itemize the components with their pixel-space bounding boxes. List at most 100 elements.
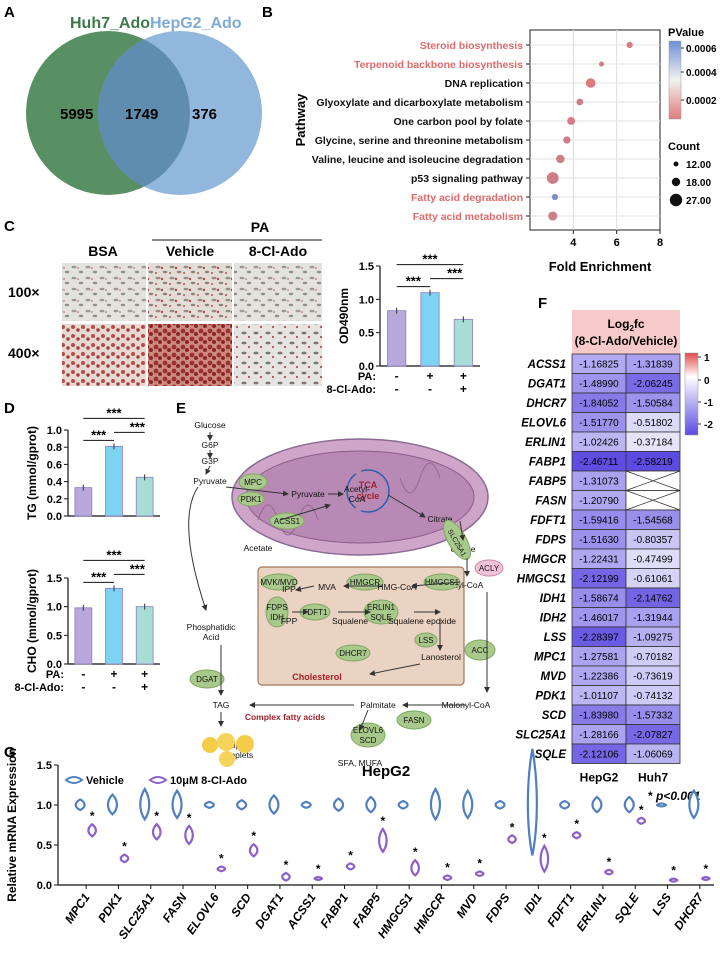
cl-ado-sign: - xyxy=(112,680,116,694)
violin-gene-label: FABP1 xyxy=(317,890,351,930)
sig-mark: *** xyxy=(422,252,438,267)
violin-vehicle xyxy=(332,797,345,813)
bar-ytick-label: 1.5 xyxy=(359,261,374,273)
pathway-label-pyruvate_mito: Pyruvate xyxy=(291,489,325,499)
venn-left-label: Huh7_Ado xyxy=(70,15,150,32)
pathway-label-lss: LSS xyxy=(418,636,433,645)
pathway-label-acetyl_coa_cyto: Acetyl-CoA xyxy=(441,580,484,590)
heatmap-cell-value: -1.01107 xyxy=(580,691,619,702)
bar xyxy=(105,445,123,517)
heatmap-gene-label: MPC1 xyxy=(534,652,566,664)
heatmap-cell-value: -1.83980 xyxy=(579,711,619,722)
heatmap-cell-value: -1.51770 xyxy=(579,418,619,429)
bar-ytick-label: 1.0 xyxy=(47,425,62,437)
violin-treated xyxy=(474,870,485,878)
violin-sig-mark: * xyxy=(154,809,159,823)
panel-label-g: G xyxy=(4,744,16,761)
bar-ytick-label: 1.5 xyxy=(47,573,62,585)
heatmap-cell-value: -0.47499 xyxy=(633,555,673,566)
bar xyxy=(135,606,154,665)
pa-sign: - xyxy=(81,667,85,681)
violin-vehicle xyxy=(462,788,474,820)
bar-ytick-label: 0.0 xyxy=(47,659,62,671)
od490-bar-chart: 0.00.51.01.5OD490nm*********PA:8-Cl-Ado:… xyxy=(327,252,480,396)
legend-violin-icon xyxy=(64,776,84,784)
legend-treated-label: 10μM 8-Cl-Ado xyxy=(170,775,247,787)
heatmap-gene-label: SLC25A1 xyxy=(516,730,567,742)
pathway-label-cholesterol: Cholesterol xyxy=(292,672,342,682)
enzyme-pdk1 xyxy=(237,491,265,507)
img-vehicle-100x xyxy=(148,263,232,321)
bar xyxy=(135,476,154,517)
panel-label-e: E xyxy=(176,400,186,417)
bar-ytick-label: 1.0 xyxy=(359,294,374,306)
violin-treated xyxy=(507,834,517,845)
treatment-row-label: PA: xyxy=(358,371,376,383)
pa-sign: + xyxy=(460,369,467,383)
heatmap-title: Log2fc xyxy=(607,317,644,333)
pathway-label: Terpenoid backbone biosynthesis xyxy=(354,59,523,71)
header-8cl-ado: 8-Cl-Ado xyxy=(249,243,307,259)
heatmap-gene-label: FDFT1 xyxy=(530,515,566,527)
heatmap-cell-value: -1.84052 xyxy=(579,399,619,410)
heatmap-cell-value: -1.27581 xyxy=(579,652,619,663)
heatmap-gene-label: SQLE xyxy=(535,749,567,761)
violin-treated xyxy=(184,824,194,846)
violin-treated xyxy=(281,871,291,882)
tg-bar-chart: 0.00.20.40.60.81.0TG (mmol/gprot)*******… xyxy=(25,405,160,523)
pa-sign: + xyxy=(426,369,433,383)
heatmap-cell-value: -1.50584 xyxy=(633,399,673,410)
img-bsa-400x xyxy=(62,324,146,386)
heatmap-gene-label: HMGCS1 xyxy=(517,574,566,586)
heatmap-gene-label: MVD xyxy=(540,671,566,683)
heatmap-cell-value: -2.46711 xyxy=(580,457,619,468)
violin-sig-mark: * xyxy=(413,845,418,859)
heatmap-cell-value: -1.48990 xyxy=(579,379,619,390)
violin-vehicle xyxy=(397,799,409,810)
heatmap-gene-label: HMGCR xyxy=(523,554,567,566)
pathway-dot xyxy=(567,117,576,125)
heatmap-gene-label: FABP5 xyxy=(529,476,567,488)
pathway-label: One carbon pool by folate xyxy=(393,116,523,128)
pathway-label-sfa: SFA, MUFA xyxy=(338,758,383,768)
panel-c-images: PA BSA Vehicle 8-Cl-Ado 100× 400× xyxy=(8,219,322,386)
violin-vehicle xyxy=(74,798,86,812)
violin-ytick-label: 1.5 xyxy=(37,760,52,772)
bar-ylabel: CHO (mmol/gprot) xyxy=(25,569,39,673)
pathway-label-acetyl_coa: Acetyl-CoA xyxy=(344,484,370,504)
img-8cl-400x xyxy=(234,324,322,386)
bar-ytick-label: 0.0 xyxy=(359,361,374,373)
cl-ado-sign: + xyxy=(460,382,467,396)
violin-title: HepG2 xyxy=(362,763,410,780)
pathway-label-sq_epoxide: Squalene epoxide xyxy=(388,616,456,626)
violin-gene-label: FDFT1 xyxy=(544,890,577,929)
violin-gene-label: ERLIN1 xyxy=(573,890,609,933)
pvalue-tick-label: 0.0004 xyxy=(686,68,717,79)
panel-label-c: C xyxy=(4,218,15,235)
dotplot-ylabel: Pathway xyxy=(293,93,308,147)
pathway-label-acss1: ACSS1 xyxy=(274,517,301,526)
pathway-label-fpp: FPP xyxy=(281,616,298,626)
bar xyxy=(420,292,440,367)
significance-note-star: * xyxy=(648,789,656,803)
violin-vehicle xyxy=(591,795,603,814)
pathway-dot xyxy=(585,78,596,88)
venn-overlap xyxy=(98,39,190,187)
pathway-label-acly: ACLY xyxy=(479,564,500,573)
bar-ytick-label: 0.2 xyxy=(47,494,62,506)
pathway-label: Steroid biosynthesis xyxy=(420,40,523,52)
violin-gene-label: PDK1 xyxy=(95,890,125,925)
pathway-label-mpc: MPC xyxy=(244,478,262,487)
enrichment-dot-plot: Pathway Fold Enrichment Steroid biosynth… xyxy=(293,27,717,274)
pathway-label: p53 signaling pathway xyxy=(411,173,523,185)
pathway-label-hmgcr: HMGCR xyxy=(350,578,380,587)
pathway-dot xyxy=(548,211,558,221)
violin-vehicle xyxy=(526,748,538,856)
pathway-label-mva: MVA xyxy=(318,582,336,592)
heatmap-gene-label: ERLIN1 xyxy=(525,437,566,449)
